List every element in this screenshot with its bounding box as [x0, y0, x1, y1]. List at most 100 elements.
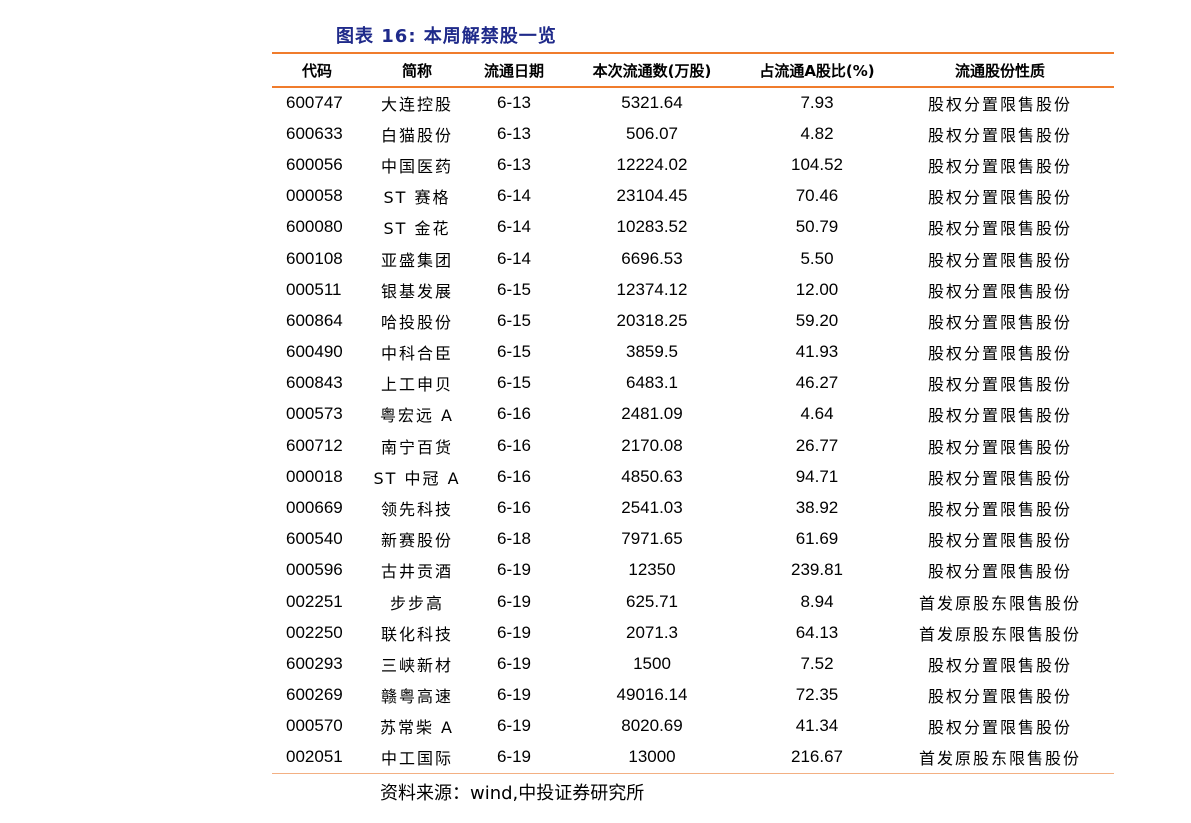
- cell-code: 002250: [286, 622, 343, 642]
- cell-nature: 股权分置限售股份: [927, 344, 1072, 364]
- cell-date: 6-16: [496, 404, 532, 424]
- cell-date: 6-15: [496, 310, 532, 330]
- cell-code: 000018: [286, 466, 343, 486]
- cell-name: 上工申贝: [380, 375, 453, 395]
- cell-ratio: 8.94: [800, 591, 834, 611]
- cell-ratio: 64.13: [795, 622, 839, 642]
- cell-name: 赣粤高速: [380, 687, 453, 707]
- cell-date: 6-19: [496, 591, 532, 611]
- figure-title: 图表 16: 本周解禁股一览: [336, 26, 557, 47]
- cell-shares: 12350: [628, 560, 676, 580]
- cell-shares: 2481.09: [621, 404, 683, 424]
- cell-nature: 首发原股东限售股份: [918, 624, 1081, 644]
- cell-shares: 7971.65: [621, 529, 683, 549]
- cell-shares: 6696.53: [621, 248, 683, 268]
- source-note: 资料来源：wind,中投证券研究所: [380, 783, 645, 804]
- cell-ratio: 41.34: [795, 716, 839, 736]
- cell-ratio: 41.93: [795, 342, 839, 362]
- cell-code: 600633: [286, 123, 343, 143]
- cell-name: 三峡新材: [380, 655, 453, 675]
- cell-shares: 5321.64: [621, 93, 683, 113]
- cell-nature: 股权分置限售股份: [927, 468, 1072, 488]
- cell-name: ST 金花: [383, 219, 451, 239]
- cell-code: 000669: [286, 498, 343, 518]
- cell-name: 亚盛集团: [380, 250, 453, 270]
- cell-date: 6-18: [496, 529, 532, 549]
- table-row: 600864 哈投股份 6-15 20318.25 59.20 股权分置限售股份: [272, 305, 1114, 336]
- cell-name: 古井贡酒: [380, 562, 453, 582]
- cell-ratio: 38.92: [795, 498, 839, 518]
- table-header-row: 代码 简称 流通日期 本次流通数(万股) 占流通A股比(%) 流通股份性质: [272, 52, 1114, 88]
- cell-ratio: 70.46: [795, 186, 839, 206]
- cell-name: 大连控股: [380, 95, 453, 115]
- cell-name: ST 赛格: [383, 188, 451, 208]
- cell-date: 6-19: [472, 741, 556, 774]
- cell-date: 6-13: [496, 154, 532, 174]
- cell-code: 600056: [286, 154, 343, 174]
- cell-nature: 股权分置限售股份: [927, 531, 1072, 551]
- cell-shares: 2541.03: [621, 498, 683, 518]
- cell-ratio: 5.50: [800, 248, 834, 268]
- cell-ratio: 59.20: [795, 310, 839, 330]
- cell-nature: 股权分置限售股份: [927, 95, 1072, 115]
- cell-ratio: 12.00: [795, 279, 839, 299]
- cell-name: 领先科技: [380, 500, 453, 520]
- cell-name: 中工国际: [362, 741, 472, 774]
- cell-code: 600108: [286, 248, 343, 268]
- cell-date: 6-19: [496, 560, 532, 580]
- cell-code: 600712: [286, 435, 343, 455]
- cell-shares: 1500: [633, 653, 671, 673]
- cell-nature: 股权分置限售股份: [927, 718, 1072, 738]
- cell-nature: 首发原股东限售股份: [886, 741, 1114, 774]
- cell-shares: 625.71: [626, 591, 678, 611]
- cell-ratio: 50.79: [795, 217, 839, 237]
- cell-nature: 股权分置限售股份: [927, 156, 1072, 176]
- cell-date: 6-13: [496, 123, 532, 143]
- cell-shares: 12224.02: [616, 154, 688, 174]
- header-date: 流通日期: [472, 52, 556, 88]
- cell-code: 600864: [286, 310, 343, 330]
- cell-date: 6-14: [496, 217, 532, 237]
- cell-code: 600269: [286, 685, 343, 705]
- cell-date: 6-19: [496, 716, 532, 736]
- cell-code: 600293: [286, 653, 343, 673]
- cell-nature: 股权分置限售股份: [927, 312, 1072, 332]
- cell-code: 600540: [286, 529, 343, 549]
- cell-date: 6-15: [496, 342, 532, 362]
- header-nature: 流通股份性质: [886, 52, 1114, 88]
- cell-ratio: 72.35: [795, 685, 839, 705]
- cell-ratio: 7.52: [800, 653, 834, 673]
- cell-shares: 23104.45: [616, 186, 688, 206]
- cell-nature: 股权分置限售股份: [927, 375, 1072, 395]
- cell-nature: 股权分置限售股份: [927, 500, 1072, 520]
- cell-ratio: 104.52: [791, 154, 843, 174]
- cell-shares: 20318.25: [616, 310, 688, 330]
- cell-name: 哈投股份: [380, 312, 453, 332]
- cell-code: 600080: [286, 217, 343, 237]
- cell-shares: 12374.12: [616, 279, 688, 299]
- header-shares: 本次流通数(万股): [556, 52, 748, 88]
- cell-shares: 3859.5: [626, 342, 678, 362]
- cell-code: 000511: [286, 279, 342, 299]
- cell-date: 6-19: [496, 622, 532, 642]
- cell-ratio: 61.69: [795, 529, 839, 549]
- cell-name: 南宁百货: [380, 437, 453, 457]
- cell-code: 000596: [286, 560, 343, 580]
- cell-ratio: 94.71: [795, 466, 839, 486]
- cell-date: 6-15: [496, 373, 532, 393]
- header-ratio: 占流通A股比(%): [748, 52, 886, 88]
- cell-ratio: 216.67: [748, 741, 886, 774]
